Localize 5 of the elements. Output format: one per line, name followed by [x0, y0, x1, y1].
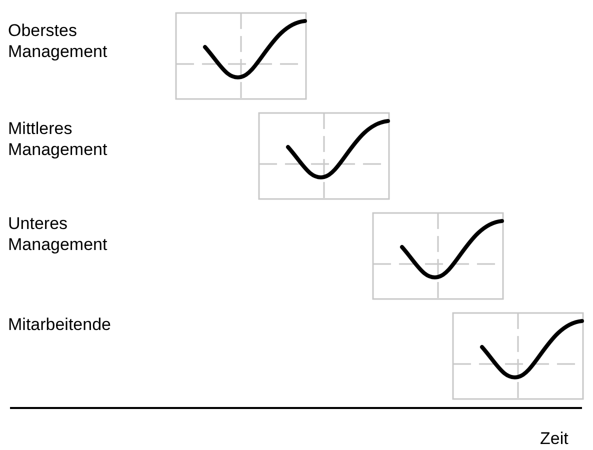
axis-label: Zeit [540, 428, 568, 449]
level-label: Mittleres Management [8, 118, 108, 160]
level-label: Oberstes Management [8, 20, 108, 62]
level-label: Unteres Management [8, 213, 108, 255]
level-label: Mitarbeitende [8, 314, 112, 335]
